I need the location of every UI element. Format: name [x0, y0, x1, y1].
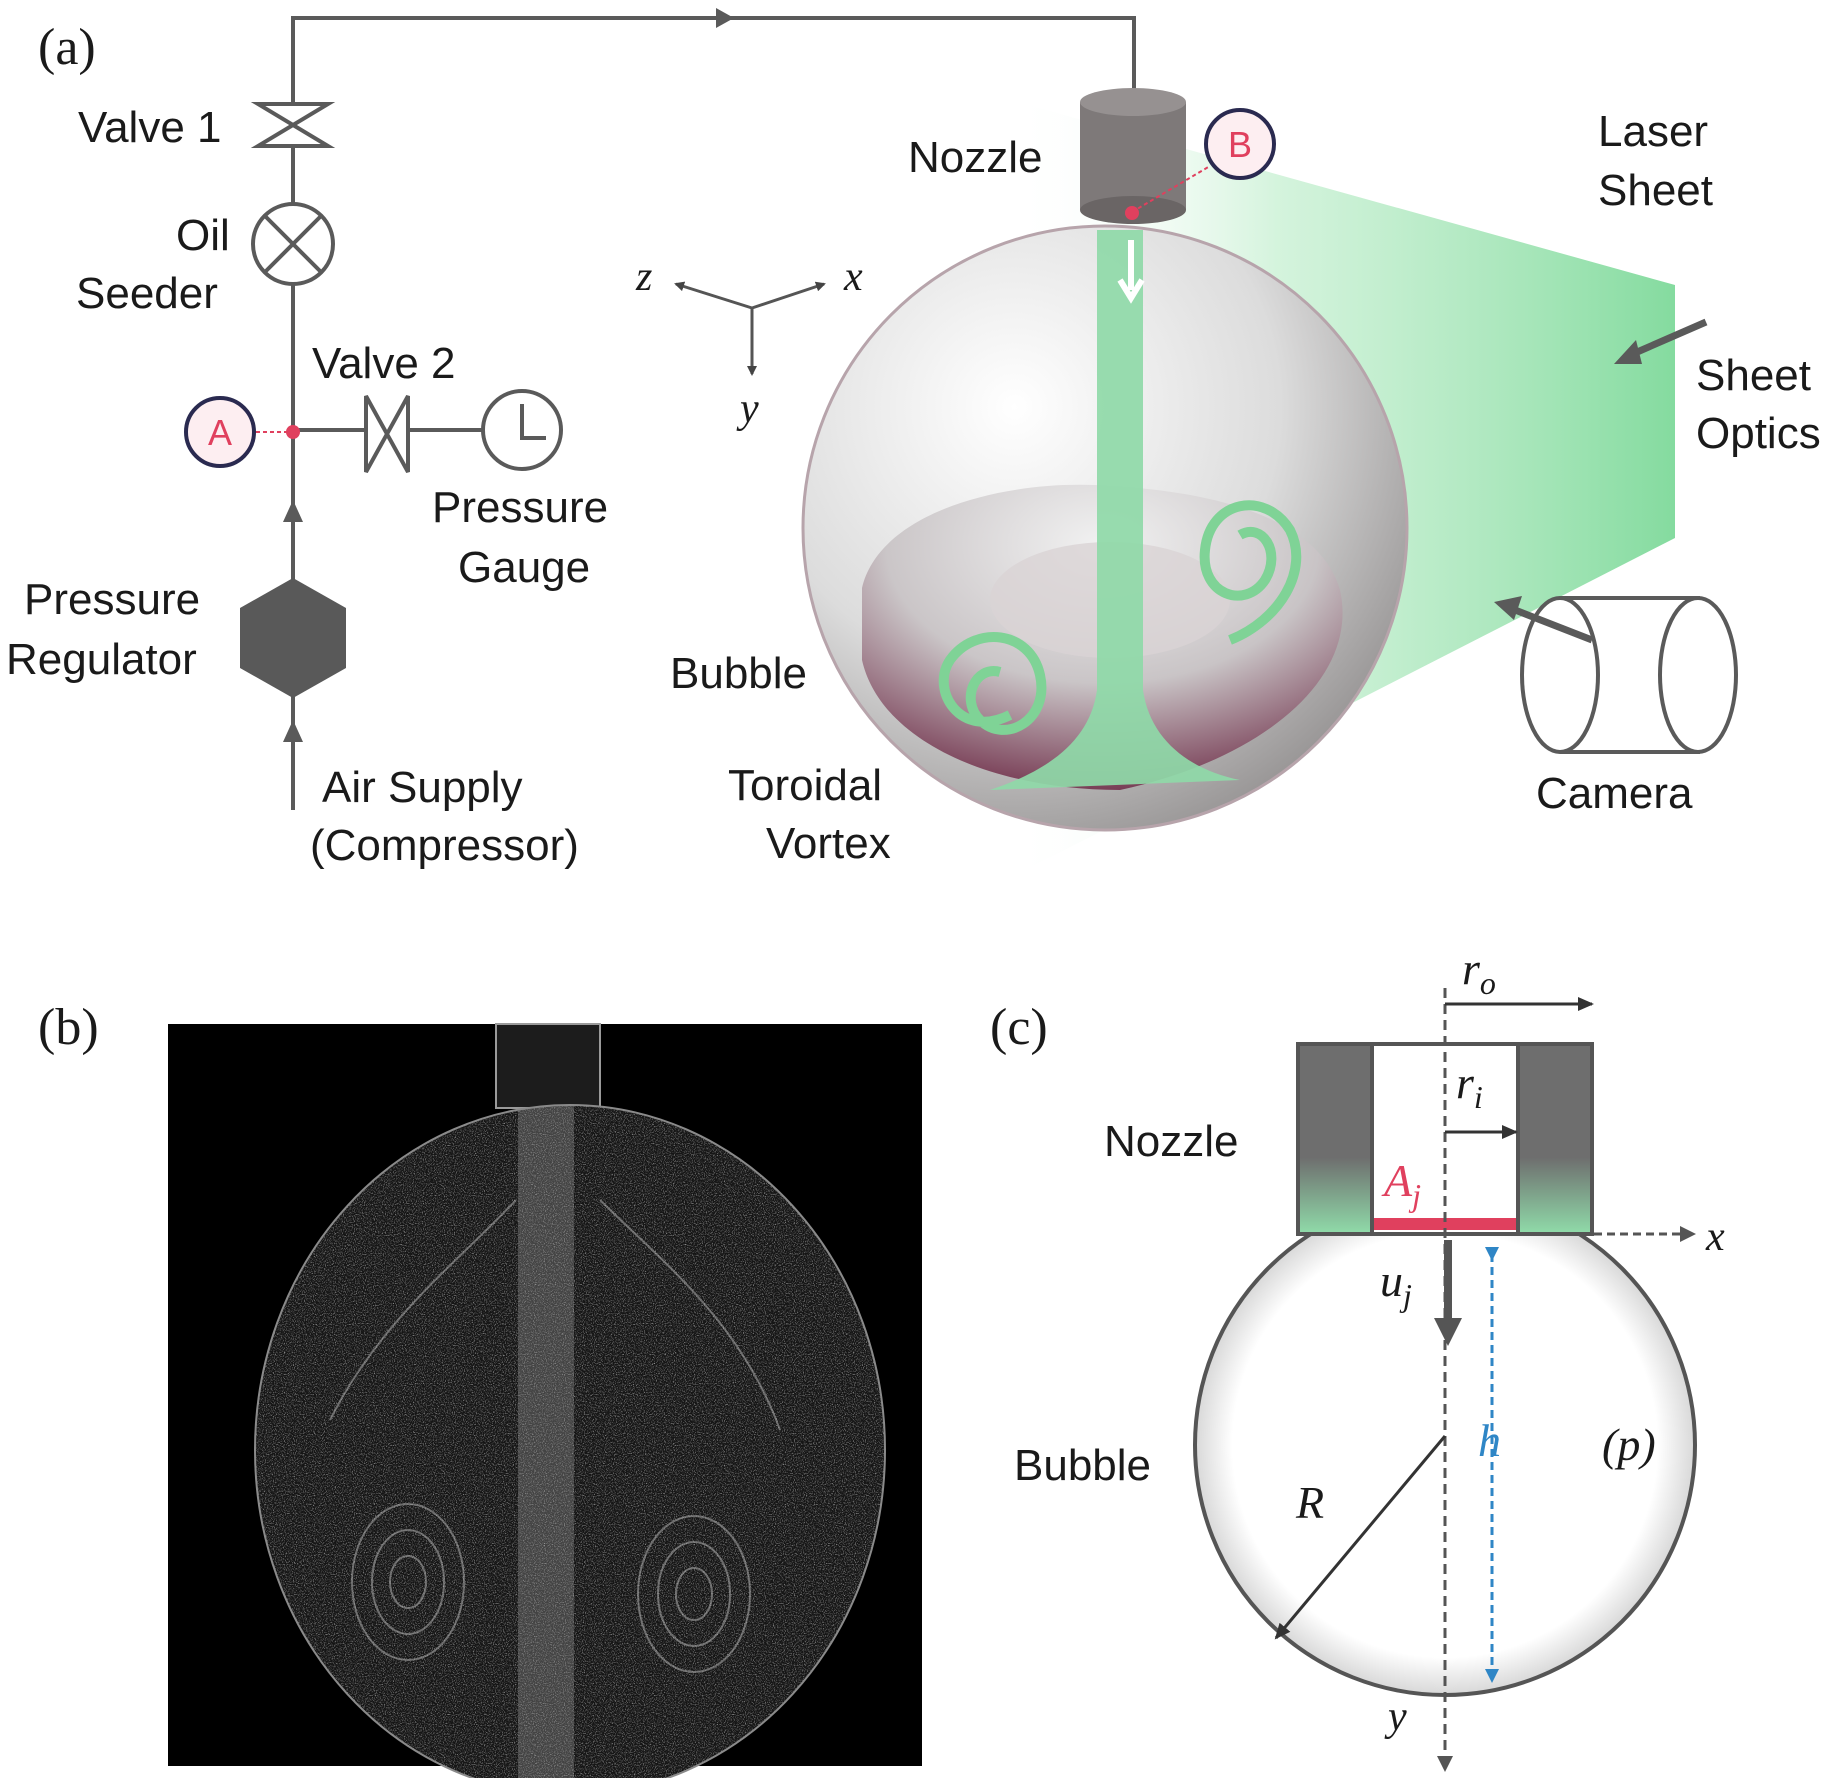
pressure-regulator-label-2: Regulator	[6, 635, 197, 684]
spiral-vortex-left	[938, 632, 1047, 735]
sheet-optics-arrowhead	[1614, 340, 1642, 364]
photo-bubble-outline	[254, 1104, 886, 1778]
point-a-dot	[286, 425, 300, 439]
clock-icon	[481, 389, 563, 471]
toroidal-vortex-label-2: Vortex	[766, 819, 891, 868]
r-label: R	[1295, 1477, 1324, 1528]
oil-seeder-label-1: Oil	[176, 211, 230, 260]
point-a-marker	[184, 396, 256, 468]
panel-label-c: (c)	[990, 999, 1048, 1056]
a-j-label: Aj	[1381, 1155, 1421, 1213]
bubble-label-c: Bubble	[1014, 1441, 1151, 1490]
photo-nozzle	[495, 1023, 601, 1109]
axis-z-label: z	[635, 254, 652, 300]
oil-seeder-symbol	[251, 202, 335, 286]
flow-direction-arrow	[1117, 240, 1145, 304]
oil-seeder-label-2: Seeder	[76, 269, 218, 318]
camera-icon	[1520, 596, 1738, 754]
u-j-arrowhead	[1434, 1318, 1462, 1346]
bubble-label-a: Bubble	[670, 649, 807, 698]
sheet-optics-arrow	[1626, 318, 1708, 360]
axis-x-label: x	[843, 254, 863, 300]
sheet-optics-label-1: Sheet	[1696, 351, 1811, 400]
pressure-regulator-label-1: Pressure	[24, 575, 200, 624]
panel-label-b: (b)	[38, 999, 99, 1056]
valve-2-label: Valve 2	[312, 339, 456, 388]
pressure-gauge-label-2: Gauge	[458, 543, 590, 592]
h-label: h	[1478, 1415, 1501, 1466]
nozzle-label: Nozzle	[908, 133, 1043, 182]
air-supply-label-1: Air Supply	[322, 763, 523, 812]
panel-label-a: (a)	[38, 19, 96, 76]
laser-sheet-label-2: Sheet	[1598, 166, 1713, 215]
nozzle-cylinder	[1080, 88, 1186, 224]
jet-sheet	[990, 230, 1240, 790]
pressure-regulator-symbol	[240, 578, 346, 698]
toroidal-vortex-label-1: Toroidal	[728, 761, 882, 810]
jet-area-bar	[1374, 1218, 1516, 1230]
valve-1-symbol	[250, 102, 336, 148]
sheet-optics-label-2: Optics	[1696, 409, 1821, 458]
camera-view-arrowhead	[1494, 596, 1522, 620]
x-axis-arrowhead	[1680, 1226, 1696, 1242]
axis-y-label: y	[736, 386, 759, 432]
point-b-dot	[1125, 206, 1139, 220]
pressure-label: (p)	[1602, 1419, 1656, 1470]
air-supply-label-2: (Compressor)	[310, 821, 579, 870]
valve-1-label: Valve 1	[78, 103, 222, 152]
u-j-label: uj	[1380, 1255, 1412, 1313]
nozzle-label-c: Nozzle	[1104, 1117, 1239, 1166]
point-b-label: B	[1228, 124, 1252, 165]
radius-arrow	[1274, 1435, 1447, 1640]
spiral-vortex-right	[1199, 500, 1302, 645]
laser-sheet-label-1: Laser	[1598, 107, 1708, 156]
axis-y-label-c: y	[1384, 1694, 1407, 1740]
pipe-network	[283, 8, 1136, 810]
y-axis-arrowhead	[1437, 1756, 1453, 1772]
axis-x-label-c: x	[1705, 1214, 1725, 1260]
pressure-gauge-label-1: Pressure	[432, 483, 608, 532]
valve-2-symbol	[364, 395, 410, 473]
point-b-marker	[1204, 108, 1276, 180]
camera-label: Camera	[1536, 769, 1693, 818]
coordinate-axes	[674, 281, 826, 376]
camera-view-arrow	[1508, 604, 1594, 644]
point-a-label: A	[208, 412, 232, 453]
point-b-leader	[1131, 165, 1211, 213]
r-o-label: ro	[1462, 943, 1496, 1001]
r-i-label: ri	[1456, 1057, 1483, 1115]
flow-visualization-photo	[168, 1023, 922, 1778]
